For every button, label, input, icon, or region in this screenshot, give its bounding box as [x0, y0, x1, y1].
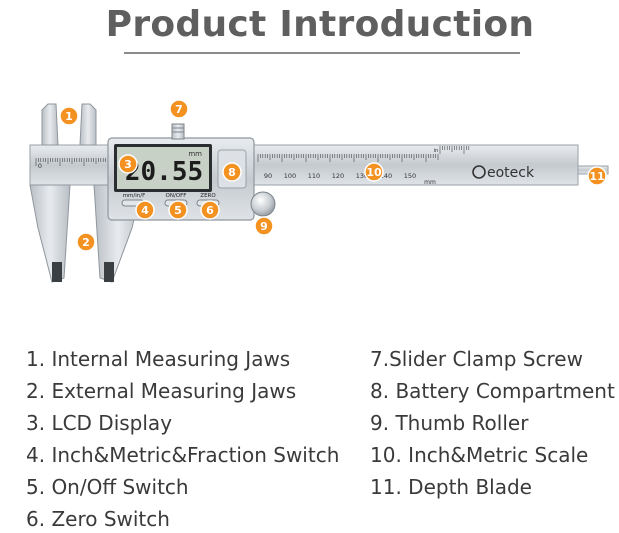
zero-button-label: ZERO [200, 193, 216, 199]
callout-8: 8 [222, 162, 242, 182]
legend-item-unit-switch: 4. Inch&Metric&Fraction Switch [26, 443, 340, 467]
legend-item-scale: 10. Inch&Metric Scale [370, 443, 589, 467]
fixed-internal-jaw [41, 103, 59, 146]
fixed-external-jaw [29, 184, 71, 283]
scale-label: 150 [404, 172, 416, 180]
svg-text:5: 5 [174, 204, 182, 217]
scale-label: 90 [264, 172, 272, 180]
scale-label: 110 [308, 172, 320, 180]
svg-text:11: 11 [589, 170, 604, 183]
callout-2: 2 [76, 232, 96, 252]
power-button-label: ON/OFF [166, 193, 187, 199]
callout-6: 6 [200, 200, 220, 220]
scale-label: 100 [284, 172, 296, 180]
legend-item-power-switch: 5. On/Off Switch [26, 475, 189, 499]
callout-3: 3 [118, 154, 138, 174]
legend-item-lcd-display: 3. LCD Display [26, 411, 173, 435]
brand-name: eoteck [487, 165, 535, 181]
svg-text:7: 7 [175, 103, 183, 116]
scale-label: 0 [38, 162, 42, 170]
legend-item-external-jaws: 2. External Measuring Jaws [26, 379, 297, 403]
scale-label: 130 [356, 172, 368, 180]
svg-text:3: 3 [124, 158, 132, 171]
page-title: Product Introduction [105, 4, 535, 45]
scale-label: 140 [380, 172, 392, 180]
mode-button-label: mm/in/F [123, 193, 146, 199]
legend-item-zero-switch: 6. Zero Switch [26, 507, 170, 531]
svg-text:8: 8 [228, 166, 236, 179]
upper-scale [35, 158, 106, 166]
legend-item-thumb-roller: 9. Thumb Roller [370, 411, 529, 435]
lcd-reading: 20.55 [125, 157, 203, 187]
svg-text:9: 9 [260, 220, 268, 233]
callout-7: 7 [169, 99, 189, 119]
legend-item-internal-jaws: 1. Internal Measuring Jaws [26, 347, 291, 371]
callout-4: 4 [135, 200, 155, 220]
scale-unit-label-right: in [433, 148, 439, 154]
title-underline [124, 52, 520, 54]
callout-10: 10 [364, 162, 384, 182]
sliding-internal-jaw [79, 103, 97, 146]
svg-text:2: 2 [82, 236, 90, 249]
callout-11: 11 [587, 166, 607, 186]
brand-logo: eoteck [472, 165, 535, 181]
svg-text:1: 1 [65, 110, 73, 123]
legend-item-depth-blade: 11. Depth Blade [370, 475, 532, 499]
scale-unit-label: mm [424, 179, 436, 186]
callout-5: 5 [168, 200, 188, 220]
legend-item-clamp-screw: 7.Slider Clamp Screw [370, 347, 583, 371]
lcd-unit: mm [188, 150, 202, 158]
thumb-roller [250, 191, 276, 217]
svg-text:6: 6 [206, 204, 214, 217]
caliper-diagram: 0 20.55 mm mm/in/F ON/OFF ZERO 90 100 11… [29, 99, 609, 283]
svg-text:4: 4 [141, 204, 149, 217]
scale-label: 120 [332, 172, 344, 180]
callout-9: 9 [254, 216, 274, 236]
callout-1: 1 [59, 106, 79, 126]
main-scale [257, 146, 470, 162]
svg-text:10: 10 [366, 166, 382, 179]
legend-item-battery: 8. Battery Compartment [370, 379, 615, 403]
